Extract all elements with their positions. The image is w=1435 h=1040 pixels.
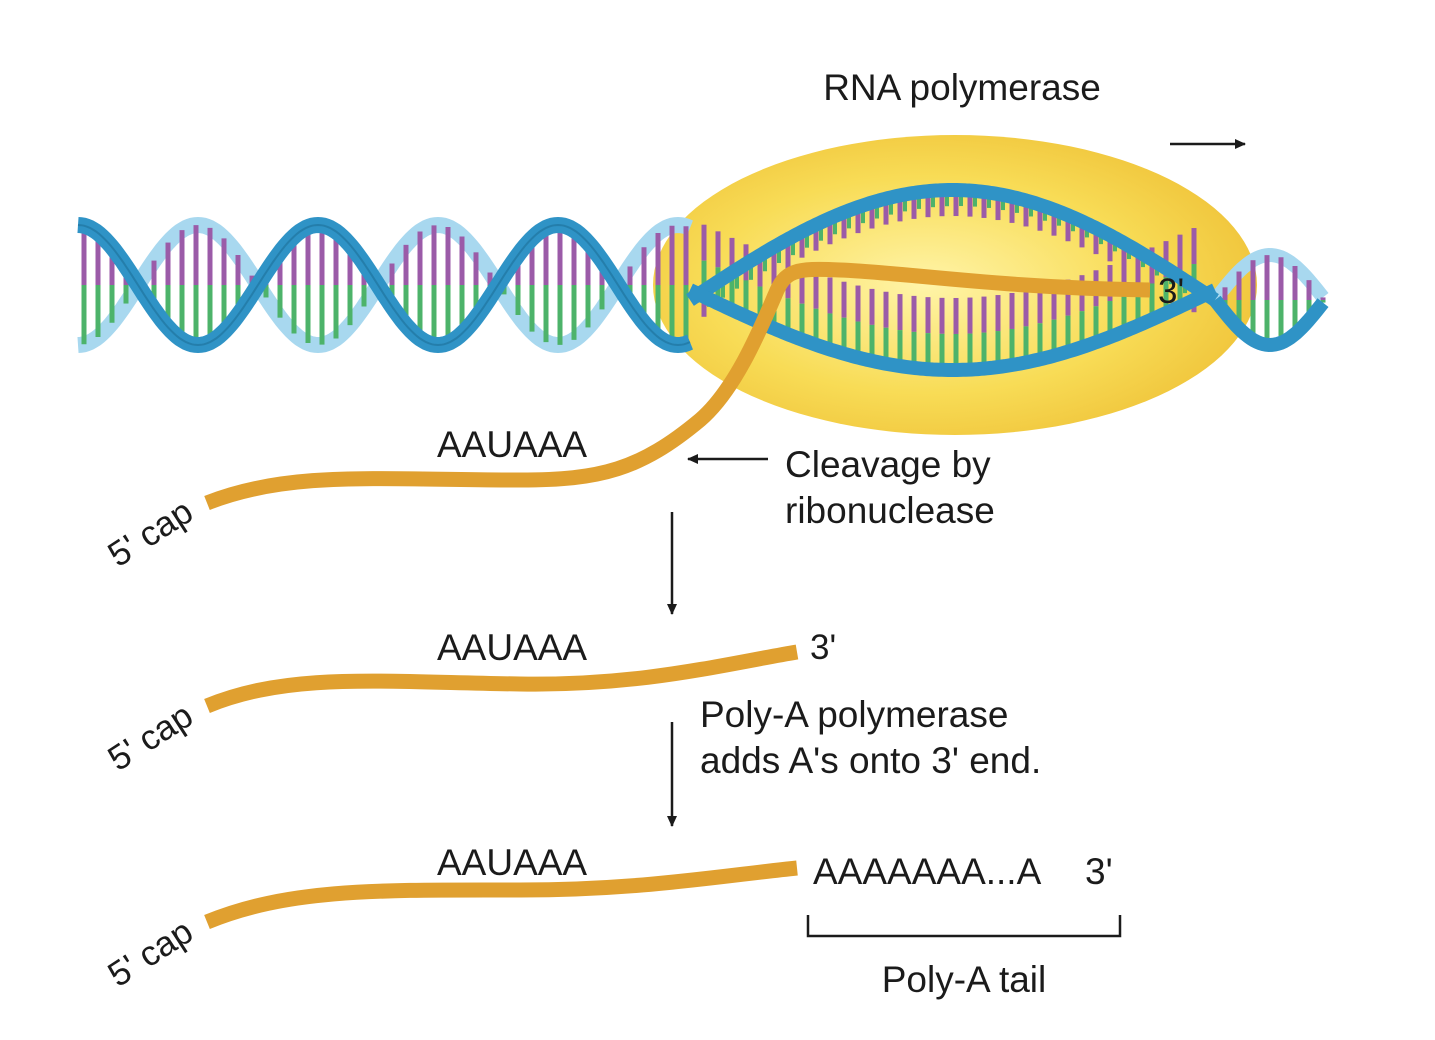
- rna-polymerase-label: RNA polymerase: [823, 67, 1101, 108]
- mrna-strand-cleaved: [204, 644, 799, 713]
- aauaaa-label-2: AAUAAA: [437, 627, 587, 668]
- mrna-strand-polyadenylated: [204, 860, 798, 929]
- aauaaa-label-1: AAUAAA: [437, 424, 587, 465]
- aauaaa-label-3: AAUAAA: [437, 842, 587, 883]
- polya-tail-sequence: AAAAAAA...A: [813, 851, 1042, 892]
- dna-helix: [77, 183, 1329, 377]
- five-prime-cap-label-3: 5' cap: [101, 912, 200, 995]
- cleavage-label-line1: Cleavage by: [785, 444, 991, 485]
- polya-polymerase-label-line2: adds A's onto 3' end.: [700, 740, 1041, 781]
- cleavage-label-line2: ribonuclease: [785, 490, 995, 531]
- mrna-strand-transcribing: [204, 261, 1151, 510]
- three-prime-label-top: 3': [1158, 272, 1184, 311]
- polya-tail-bracket: [806, 915, 1122, 938]
- polya-tail-label: Poly-A tail: [882, 959, 1047, 1000]
- five-prime-cap-label-2: 5' cap: [101, 696, 200, 779]
- polya-polymerase-label-line1: Poly-A polymerase: [700, 694, 1008, 735]
- three-prime-label-3: 3': [1085, 851, 1113, 892]
- three-prime-label-2: 3': [810, 628, 836, 667]
- five-prime-cap-label-1: 5' cap: [101, 492, 200, 575]
